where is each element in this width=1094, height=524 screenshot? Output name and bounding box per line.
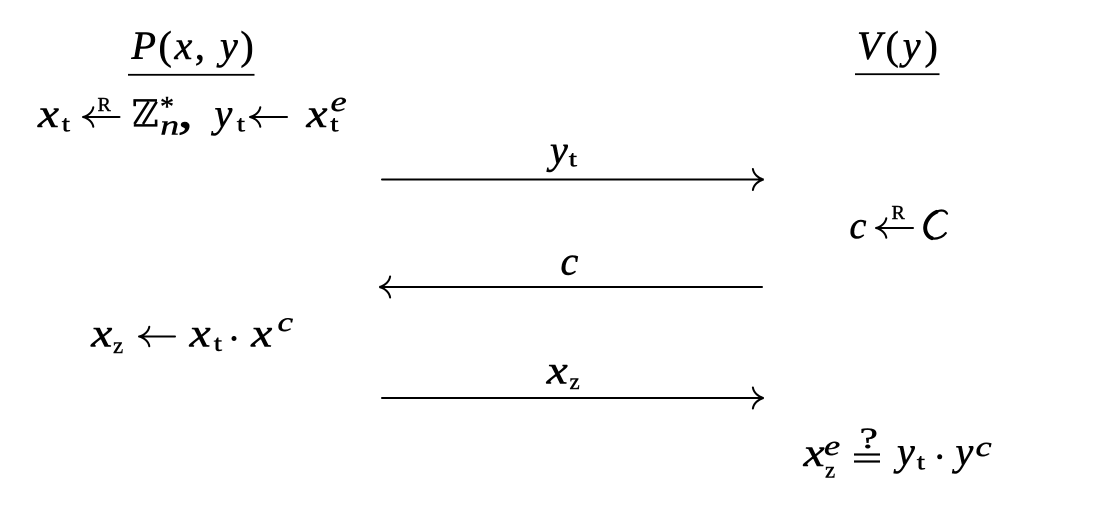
- svg-text:c: c: [561, 239, 579, 284]
- svg-text:?: ?: [860, 421, 878, 454]
- svg-text:y: y: [952, 429, 974, 474]
- svg-text:e: e: [331, 87, 347, 118]
- svg-text:R: R: [892, 202, 906, 224]
- svg-text:,: ,: [178, 84, 194, 139]
- svg-text:*: *: [160, 92, 174, 123]
- svg-text:t: t: [330, 111, 339, 137]
- svg-text:y: y: [211, 91, 233, 136]
- svg-text:t: t: [569, 146, 578, 172]
- svg-text:x: x: [305, 92, 328, 136]
- svg-text:x: x: [90, 312, 113, 356]
- svg-text:x: x: [250, 312, 273, 356]
- svg-text:V(y): V(y): [857, 23, 942, 68]
- svg-text:t: t: [62, 111, 71, 137]
- svg-text:x: x: [546, 349, 569, 393]
- svg-text:y: y: [546, 128, 568, 173]
- svg-text:x: x: [37, 92, 60, 136]
- svg-text:t: t: [917, 449, 926, 475]
- svg-text:t: t: [214, 330, 223, 356]
- svg-text:t: t: [237, 111, 246, 137]
- svg-text:e: e: [824, 431, 840, 462]
- svg-text:P(x, y): P(x, y): [131, 23, 257, 68]
- svg-text:R: R: [98, 94, 112, 116]
- svg-text:x: x: [803, 431, 826, 475]
- svg-text:z: z: [113, 333, 123, 358]
- svg-text:x: x: [189, 312, 212, 356]
- svg-text:c: c: [850, 205, 867, 247]
- svg-text:z: z: [825, 458, 835, 483]
- svg-text:n: n: [160, 110, 179, 141]
- svg-text:c: c: [278, 307, 294, 337]
- svg-text:c: c: [976, 432, 993, 463]
- svg-text:y: y: [893, 429, 915, 474]
- svg-text:z: z: [570, 369, 580, 394]
